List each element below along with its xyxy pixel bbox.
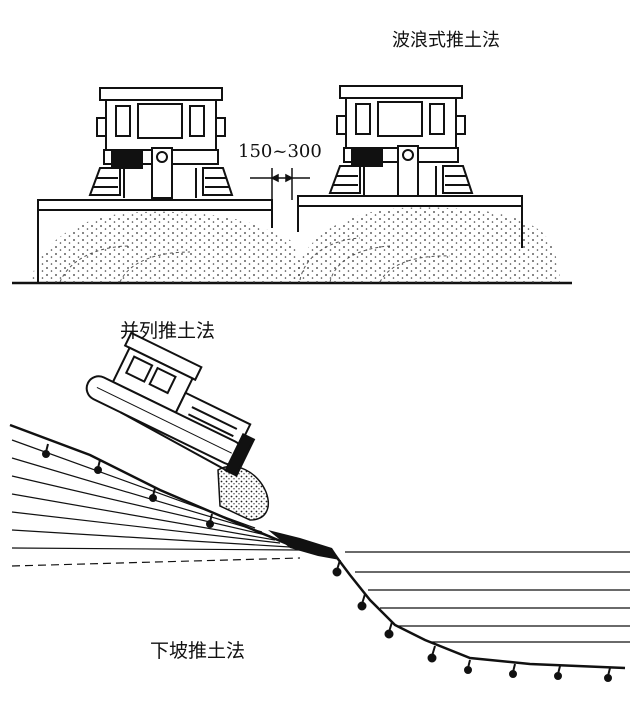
label-wave-bulldozing: 波浪式推土法 [392,30,500,51]
strata-lines [345,551,630,643]
downhill-scene [9,331,630,682]
surface-ticks [42,443,612,682]
soil-pile-right [292,207,560,283]
pushed-soil-pile [217,465,270,521]
soil-pile-left [30,211,301,283]
parallel-bulldozers-scene [12,85,572,285]
bulldozer-downhill [85,331,256,477]
slope-surface [9,423,626,670]
bulldozer-left [37,87,273,283]
compacted-soil [268,530,340,560]
label-parallel-bulldozing: 并列推土法 [120,320,216,342]
spacing-dimension [250,168,310,200]
label-downhill-bulldozing: 下坡推土法 [150,640,246,662]
label-spacing-dimension: 150~300 [238,141,322,162]
slope-hatching [11,439,301,567]
bulldozer-right [297,85,523,248]
